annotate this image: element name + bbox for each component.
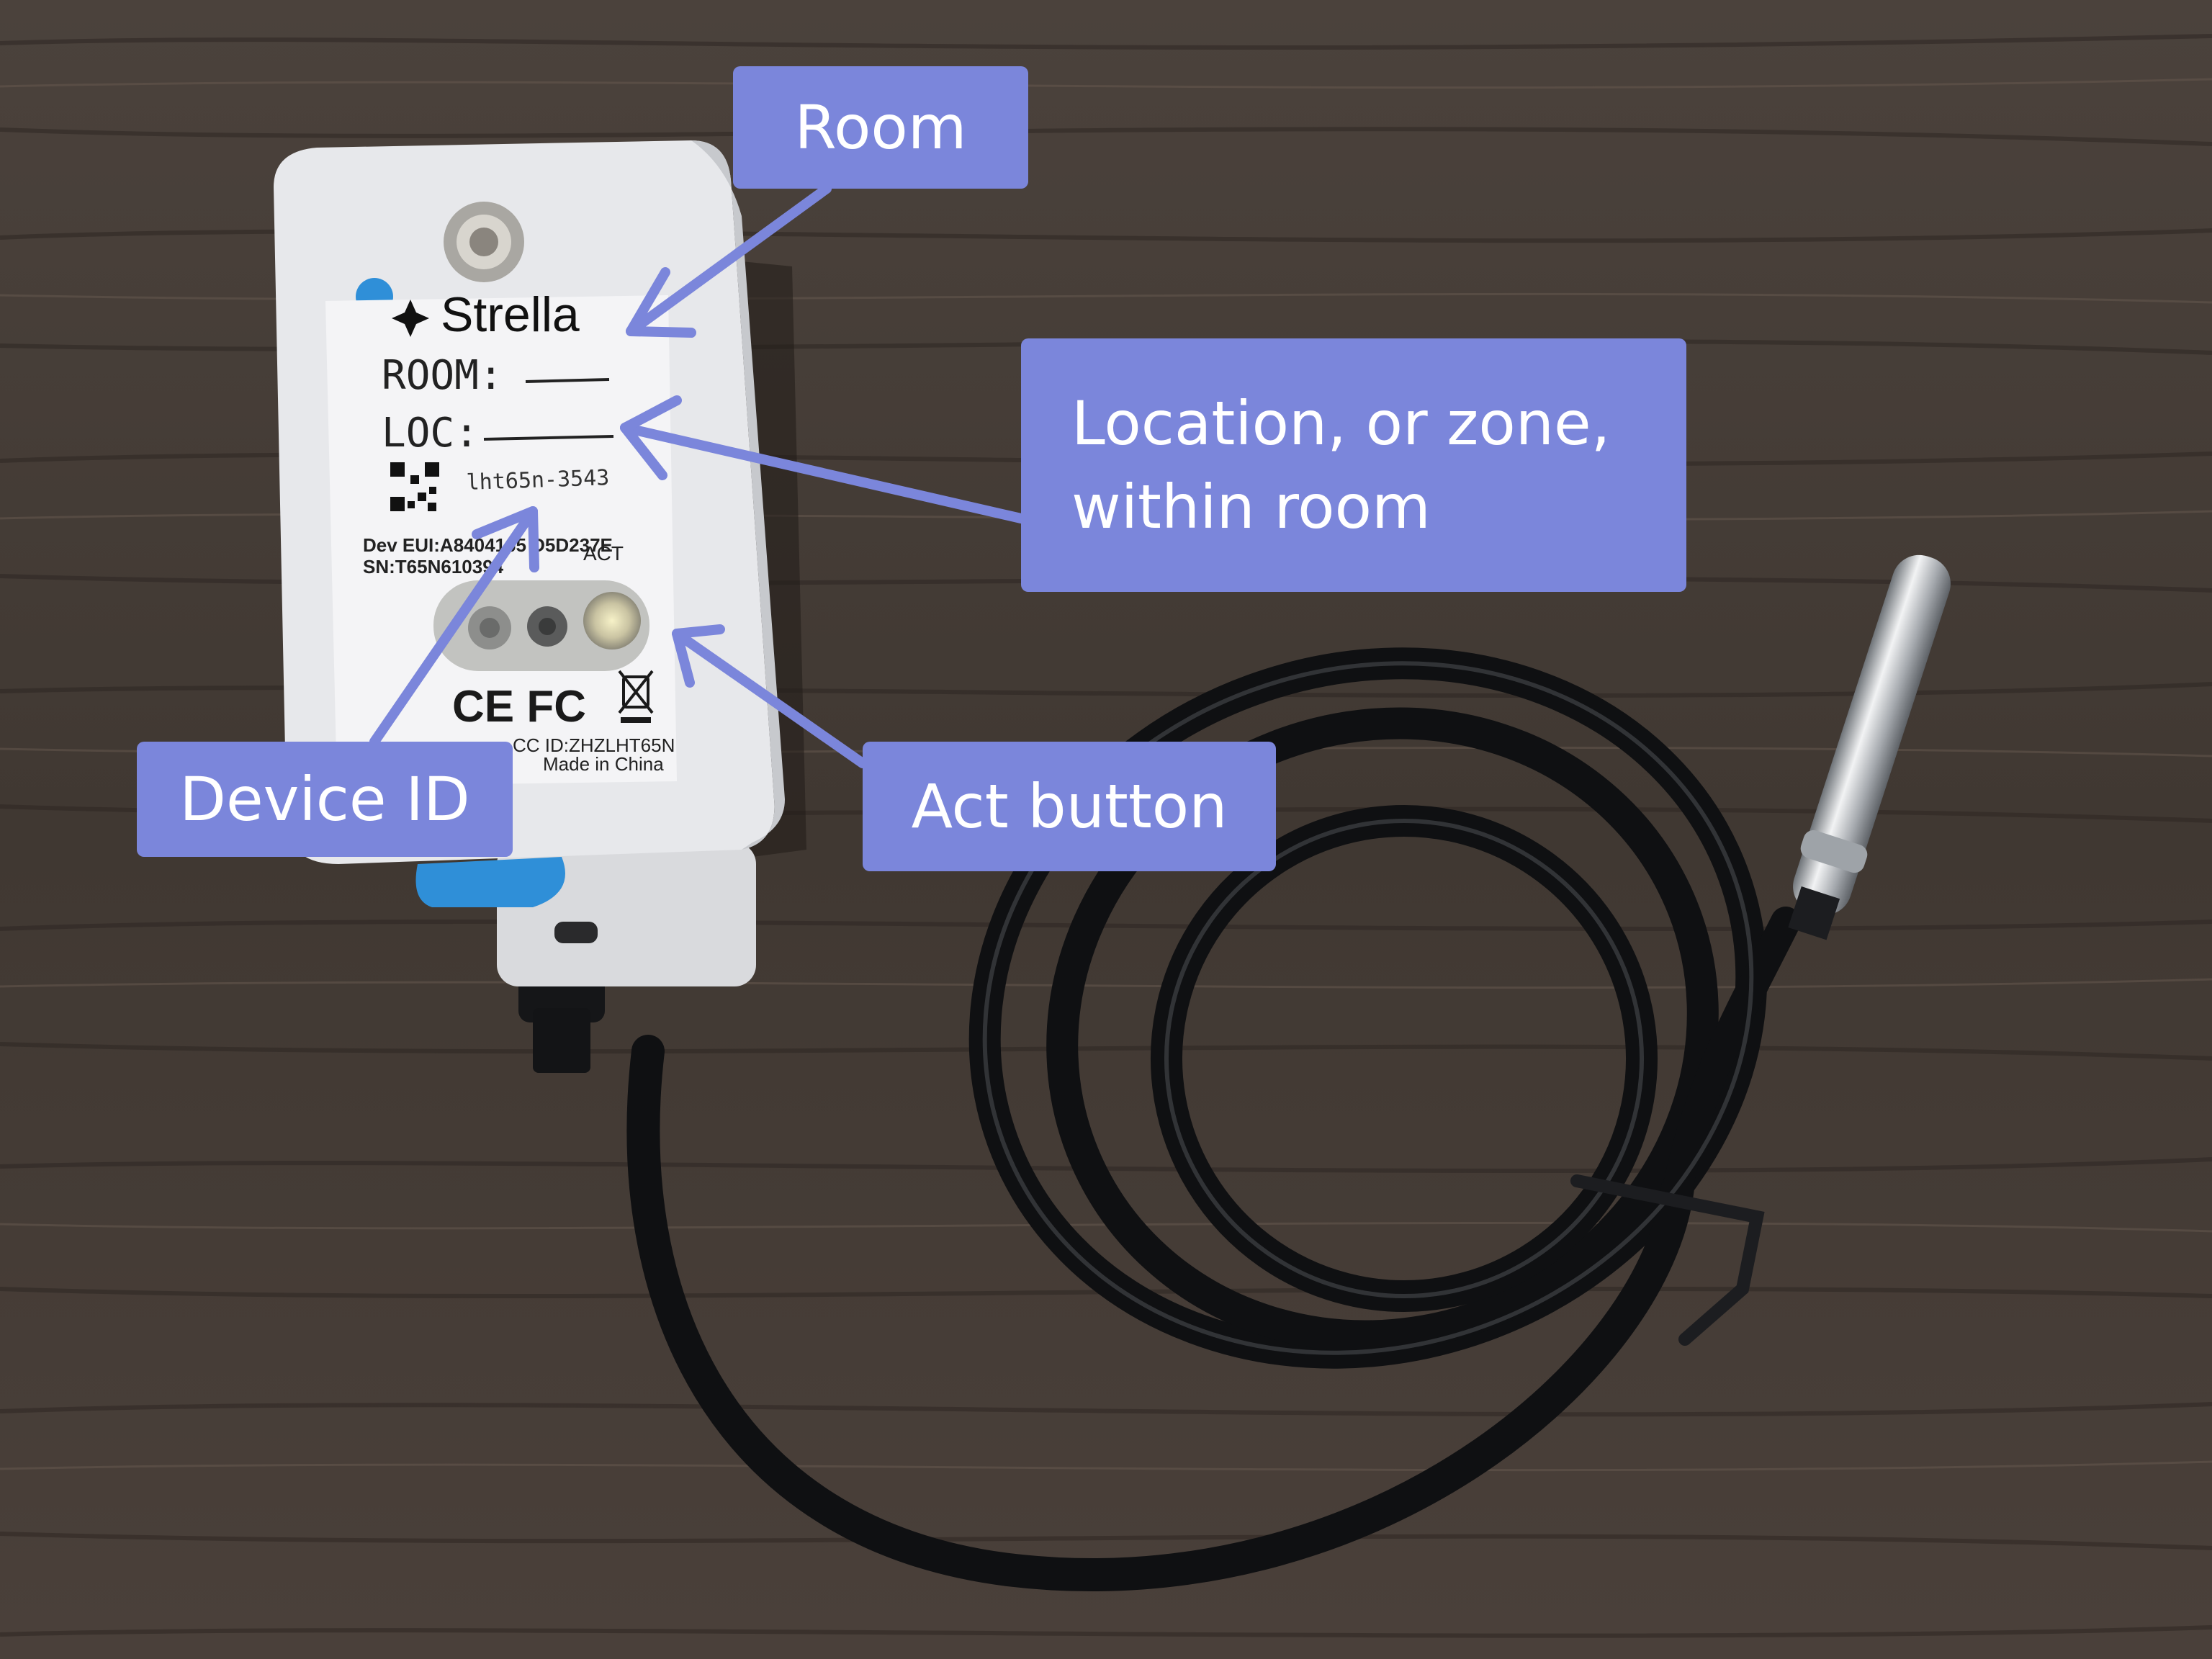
callout-location: Location, or zone, within room — [1021, 338, 1686, 592]
act-button-arrow — [672, 624, 868, 768]
blue-release-tab — [415, 857, 565, 907]
compliance-marks: CE FC — [452, 682, 586, 732]
strella-logo-icon — [392, 300, 429, 337]
loc-field-label: LOC: — [382, 410, 479, 457]
qr-code — [389, 461, 441, 513]
serial-text: SN:T65N610394 — [363, 556, 504, 577]
brand-name: Strella — [441, 287, 580, 342]
act-label: ACT — [583, 542, 624, 565]
act-button[interactable] — [583, 592, 641, 649]
weee-bin-icon — [618, 670, 654, 723]
callout-location-text: Location, or zone, within room — [1071, 382, 1610, 549]
callout-act-button-text: Act button — [911, 771, 1228, 842]
callout-room-text: Room — [794, 92, 967, 163]
callout-location-line1: Location, or zone, — [1071, 388, 1611, 459]
device-id-text: lht65n-3543 — [466, 465, 610, 495]
room-field-label: ROOM: — [382, 352, 503, 399]
cable-tie — [1570, 1174, 1765, 1346]
callout-room: Room — [733, 66, 1028, 189]
sensor-device: Strella ROOM: LOC: lht65n-3543 Dev EUI:A… — [274, 140, 785, 1073]
fcc-id-text: CC ID:ZHZLHT65N — [513, 734, 675, 756]
callout-location-line2: within room — [1071, 472, 1431, 542]
dev-eui-text: Dev EUI:A8404165 D5D237E — [363, 534, 613, 556]
annotation-arrows — [369, 184, 1026, 768]
callout-device-id-text: Device ID — [179, 764, 470, 835]
device-id-arrow — [369, 506, 539, 747]
callout-act-button: Act button — [863, 742, 1276, 871]
temperature-probe — [1788, 554, 1951, 940]
origin-text: Made in China — [543, 753, 664, 775]
location-arrow — [620, 395, 1026, 523]
room-arrow — [626, 184, 832, 338]
callout-device-id: Device ID — [137, 742, 513, 857]
